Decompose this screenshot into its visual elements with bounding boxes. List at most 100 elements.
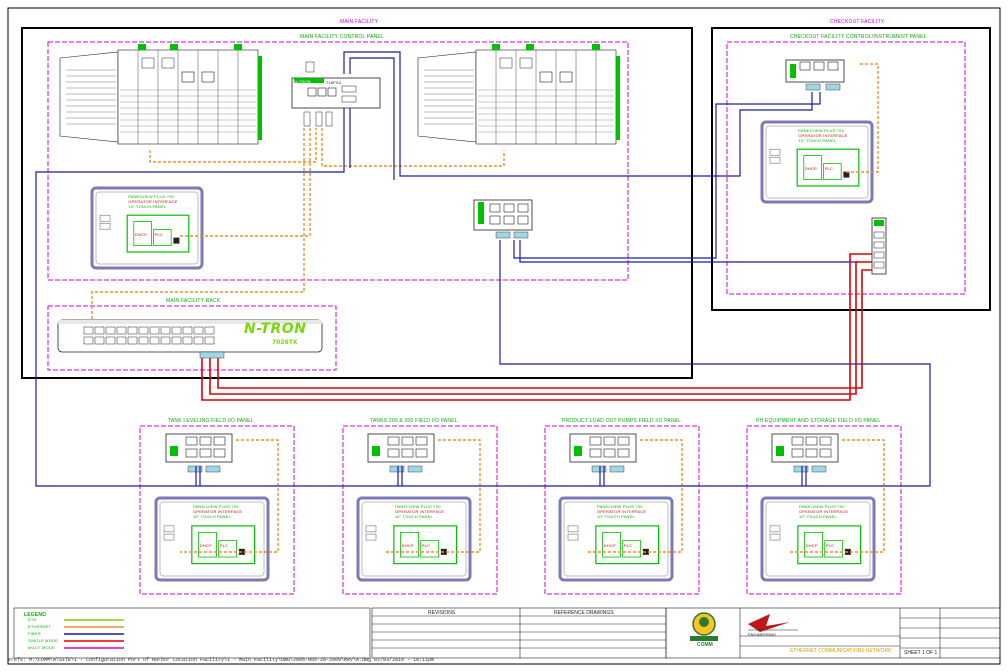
rack-port <box>116 336 127 345</box>
main-control-panel-label: MAIN FACILITY CONTROL PANEL <box>300 34 384 40</box>
rack-port <box>138 336 149 345</box>
company-a-name: COMM <box>697 642 713 648</box>
rack-port <box>138 326 149 335</box>
hmi-title-field-1: PANELVIEW PLUS 700 <box>192 504 239 509</box>
media-converter <box>871 217 887 275</box>
hmi-subtitle-main: OPERATOR INTERFACE <box>128 199 178 204</box>
hmi-code-b-field-4: PLC <box>825 543 835 549</box>
rack-port <box>182 336 193 345</box>
hmi-code-a-field-3: DHCP <box>603 543 616 549</box>
rack-port <box>149 326 160 335</box>
rack-port <box>171 336 182 345</box>
hmi-panel-field-4 <box>760 496 876 582</box>
hmi-panel-field-3 <box>558 496 674 582</box>
rack-port <box>105 336 116 345</box>
rack-port <box>127 336 138 345</box>
hmi-subtitle-remote: OPERATOR INTERFACE <box>798 133 848 138</box>
rack-port <box>149 336 160 345</box>
main-facility-boundary <box>21 27 693 379</box>
hmi-title-remote: PANELVIEW PLUS 700 <box>798 128 844 133</box>
hmi-code-b-main: PLC <box>154 232 164 237</box>
rack-port <box>193 336 204 345</box>
remote-facility-label: CHECKOUT FACILITY <box>830 19 885 25</box>
hmi-panel-field-2 <box>356 496 472 582</box>
main-rack-label: MAIN FACILITY RACK <box>166 298 221 304</box>
main-control-panel-zone <box>47 41 629 281</box>
rack-port <box>83 336 94 345</box>
remote-panel-label: CHECKOUT FACILITY CONTROL/INSTRUMENT PAN… <box>790 34 927 40</box>
hmi-code-a-field-1: DHCP <box>199 543 212 549</box>
main-switch-brand: N-TRON <box>294 79 311 84</box>
hmi-code-b-field-1: PLC <box>219 543 229 549</box>
field-panel-label-3: PRODUCT LOAD OUT PUMPS FIELD I/O PANEL <box>562 418 682 424</box>
hmi-subtitle2-field-3: 10" TOUCH PANEL <box>596 514 635 519</box>
fiber-cables <box>35 51 931 487</box>
hmi-subtitle2-field-2: 10" TOUCH PANEL <box>394 514 433 519</box>
sheet-number: SHEET 1 OF 1 <box>904 650 938 656</box>
hmi-title-field-4: PANELVIEW PLUS 700 <box>798 504 845 509</box>
main-panel-switch <box>291 61 381 127</box>
legend-box <box>13 607 371 659</box>
hmi-code-b-field-2: PLC <box>421 543 431 549</box>
hmi-code-a-remote: DHCP <box>804 166 818 171</box>
hmi-panel-main <box>90 186 204 270</box>
plc-chassis-2 <box>417 44 620 145</box>
field-panel-zone-3 <box>544 425 700 595</box>
rack-model: 7026TX <box>272 339 298 346</box>
legend-item: ETH <box>28 617 37 622</box>
hmi-subtitle-field-4: OPERATOR INTERFACE <box>798 509 849 514</box>
field-panel-zone-4 <box>746 425 902 595</box>
remote-panel-switch <box>785 59 845 91</box>
field-panel-label-1: TANK LEVELING FIELD I/O PANEL <box>168 418 254 424</box>
hmi-code-a-field-4: DHCP <box>805 543 818 549</box>
field-panel-label-4: PH EQUIPMENT AND STORAGE FIELD I/O PANEL <box>756 418 881 424</box>
revisions-heading: REVISIONS <box>428 610 456 616</box>
rack-port <box>182 326 193 335</box>
rack-brand: N-TRON <box>244 321 307 337</box>
legend-item: SINGLE MODE <box>28 638 58 643</box>
rack-port <box>171 326 182 335</box>
hmi-subtitle2-field-1: 10" TOUCH PANEL <box>192 514 231 519</box>
hmi-code-a-main: DHCP <box>134 232 148 237</box>
reference-heading: REFERENCE DRAWINGS <box>554 610 614 616</box>
hmi-subtitle2-field-4: 10" TOUCH PANEL <box>798 514 837 519</box>
rack-port <box>127 326 138 335</box>
company-logo-a <box>690 612 718 641</box>
company-logo-b <box>748 614 798 632</box>
field-switch-2 <box>367 433 435 473</box>
file-path-footer: xrefs: M:\COMM\A\SITE\1 - Configuration … <box>8 657 435 663</box>
legend-item: MULTI MODE <box>28 645 55 650</box>
hmi-title-field-2: PANELVIEW PLUS 700 <box>394 504 441 509</box>
field-panel-zone-1 <box>139 425 295 595</box>
main-switch-model: 716FX2 <box>326 80 342 85</box>
company-b-name: ENGINEERING <box>748 632 777 637</box>
rack-port <box>193 326 204 335</box>
rack-port <box>204 336 215 345</box>
ethernet-cables <box>91 63 885 553</box>
main-rack-switch <box>57 319 323 359</box>
rack-port <box>116 326 127 335</box>
drawing-title: ETHERNET COMMUNICATIONS NETWORK <box>790 648 892 654</box>
field-panel-label-2: TANKS 200 & 300 FIELD I/O PANEL <box>370 418 458 424</box>
plc-chassis-1 <box>59 44 262 145</box>
hmi-title-main: PANELVIEW PLUS 700 <box>128 194 174 199</box>
field-switch-1 <box>165 433 233 473</box>
remote-facility-boundary <box>711 27 991 311</box>
legend-title: LEGEND <box>24 612 47 618</box>
rack-port <box>160 336 171 345</box>
legend-item: ETHERNET <box>28 624 52 629</box>
field-switch-layer <box>165 433 839 473</box>
main-rack-zone <box>47 305 337 371</box>
hmi-subtitle2-main: 10" TOUCH PANEL <box>128 204 167 209</box>
rack-port <box>83 326 94 335</box>
remote-panel-zone <box>726 41 966 295</box>
field-switch-4 <box>771 433 839 473</box>
field-panel-zone-2 <box>342 425 498 595</box>
rack-port <box>204 326 215 335</box>
hmi-subtitle-field-2: OPERATOR INTERFACE <box>394 509 445 514</box>
field-switch-3 <box>569 433 637 473</box>
hmi-code-a-field-2: DHCP <box>401 543 414 549</box>
rack-port <box>94 326 105 335</box>
hmi-subtitle-field-3: OPERATOR INTERFACE <box>596 509 647 514</box>
